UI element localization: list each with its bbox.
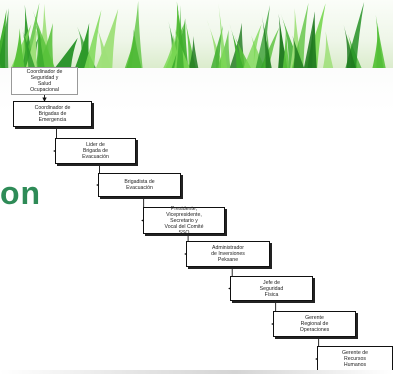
grass-blade <box>12 28 25 68</box>
grass-blade <box>37 23 54 68</box>
org-node-administrador-inversiones: Administrador de Inversiones Peksane <box>186 241 270 267</box>
bottom-decoration <box>0 370 393 374</box>
grass-blade <box>126 0 143 68</box>
org-node-coordinador-seguridad: Coordinador de Seguridad y Salud Ocupaci… <box>11 67 78 95</box>
org-node-jefe-seguridad: Jefe de Seguridad Física <box>230 276 313 301</box>
grass-blade <box>37 25 45 68</box>
grass-blade <box>323 31 334 68</box>
grass-blade <box>188 36 199 68</box>
grass-blade <box>251 35 265 68</box>
grass-photo-icon <box>0 0 386 68</box>
grass-blade <box>84 9 102 68</box>
grass-blade <box>343 24 356 68</box>
org-node-label: Jefe de Seguridad Física <box>259 279 284 298</box>
grass-blade <box>233 34 252 68</box>
grass-blade <box>278 13 288 68</box>
grass-blade <box>210 25 224 68</box>
grass-blade <box>95 8 119 68</box>
grass-blade <box>22 31 36 68</box>
grass-blade <box>25 26 37 68</box>
partial-title-text: on <box>0 175 42 211</box>
grass-blade <box>54 37 78 68</box>
grass-blade <box>176 5 184 68</box>
grass-blade <box>260 11 272 68</box>
grass-blade <box>77 26 96 68</box>
grass-blade <box>282 25 290 68</box>
grass-blade <box>375 14 386 68</box>
org-node-label: Administrador de Inversiones Peksane <box>211 245 245 263</box>
grass-blade <box>0 8 9 68</box>
grass-blade <box>255 4 271 68</box>
org-node-label: Gerente de Recursos Humanos <box>342 350 368 368</box>
grass-blade <box>280 13 302 68</box>
grass-blade <box>291 2 309 68</box>
grass-blade <box>21 24 36 68</box>
org-node-gerente-rrhh: Gerente de Recursos Humanos <box>317 346 393 372</box>
org-node-label: Presidente, Vicepresidente, Secretario y… <box>164 205 204 236</box>
grass-blade <box>229 23 244 68</box>
org-node-label: Coordinador de Seguridad y Salud Ocupaci… <box>26 69 63 93</box>
grass-blade <box>218 3 228 68</box>
org-node-label: Gerente Regional de Operaciones <box>299 315 330 333</box>
org-node-lider-brigada: Lider de Brigada de Evacuación <box>55 138 136 164</box>
org-node-gerente-regional: Gerente Regional de Operaciones <box>273 311 356 337</box>
org-node-brigadista: Brigadista de Evacuación <box>98 173 181 197</box>
grass-banner-image <box>0 0 393 68</box>
grass-blade <box>243 23 262 68</box>
grass-blade <box>184 16 196 68</box>
org-node-label: Coordinador de Brigadas de Emergencia <box>34 105 71 123</box>
grass-blade <box>292 35 305 68</box>
grass-blade <box>303 11 315 68</box>
org-node-presidente-comite: Presidente, Vicepresidente, Secretario y… <box>143 205 225 236</box>
org-node-label: Lider de Brigada de Evacuación <box>82 142 109 160</box>
org-node-coordinador-brigadas: Coordinador de Brigadas de Emergencia <box>13 101 92 127</box>
grass-blade <box>206 19 225 68</box>
org-node-label: Brigadista de Evacuación <box>124 179 155 191</box>
grass-blade <box>96 24 112 68</box>
